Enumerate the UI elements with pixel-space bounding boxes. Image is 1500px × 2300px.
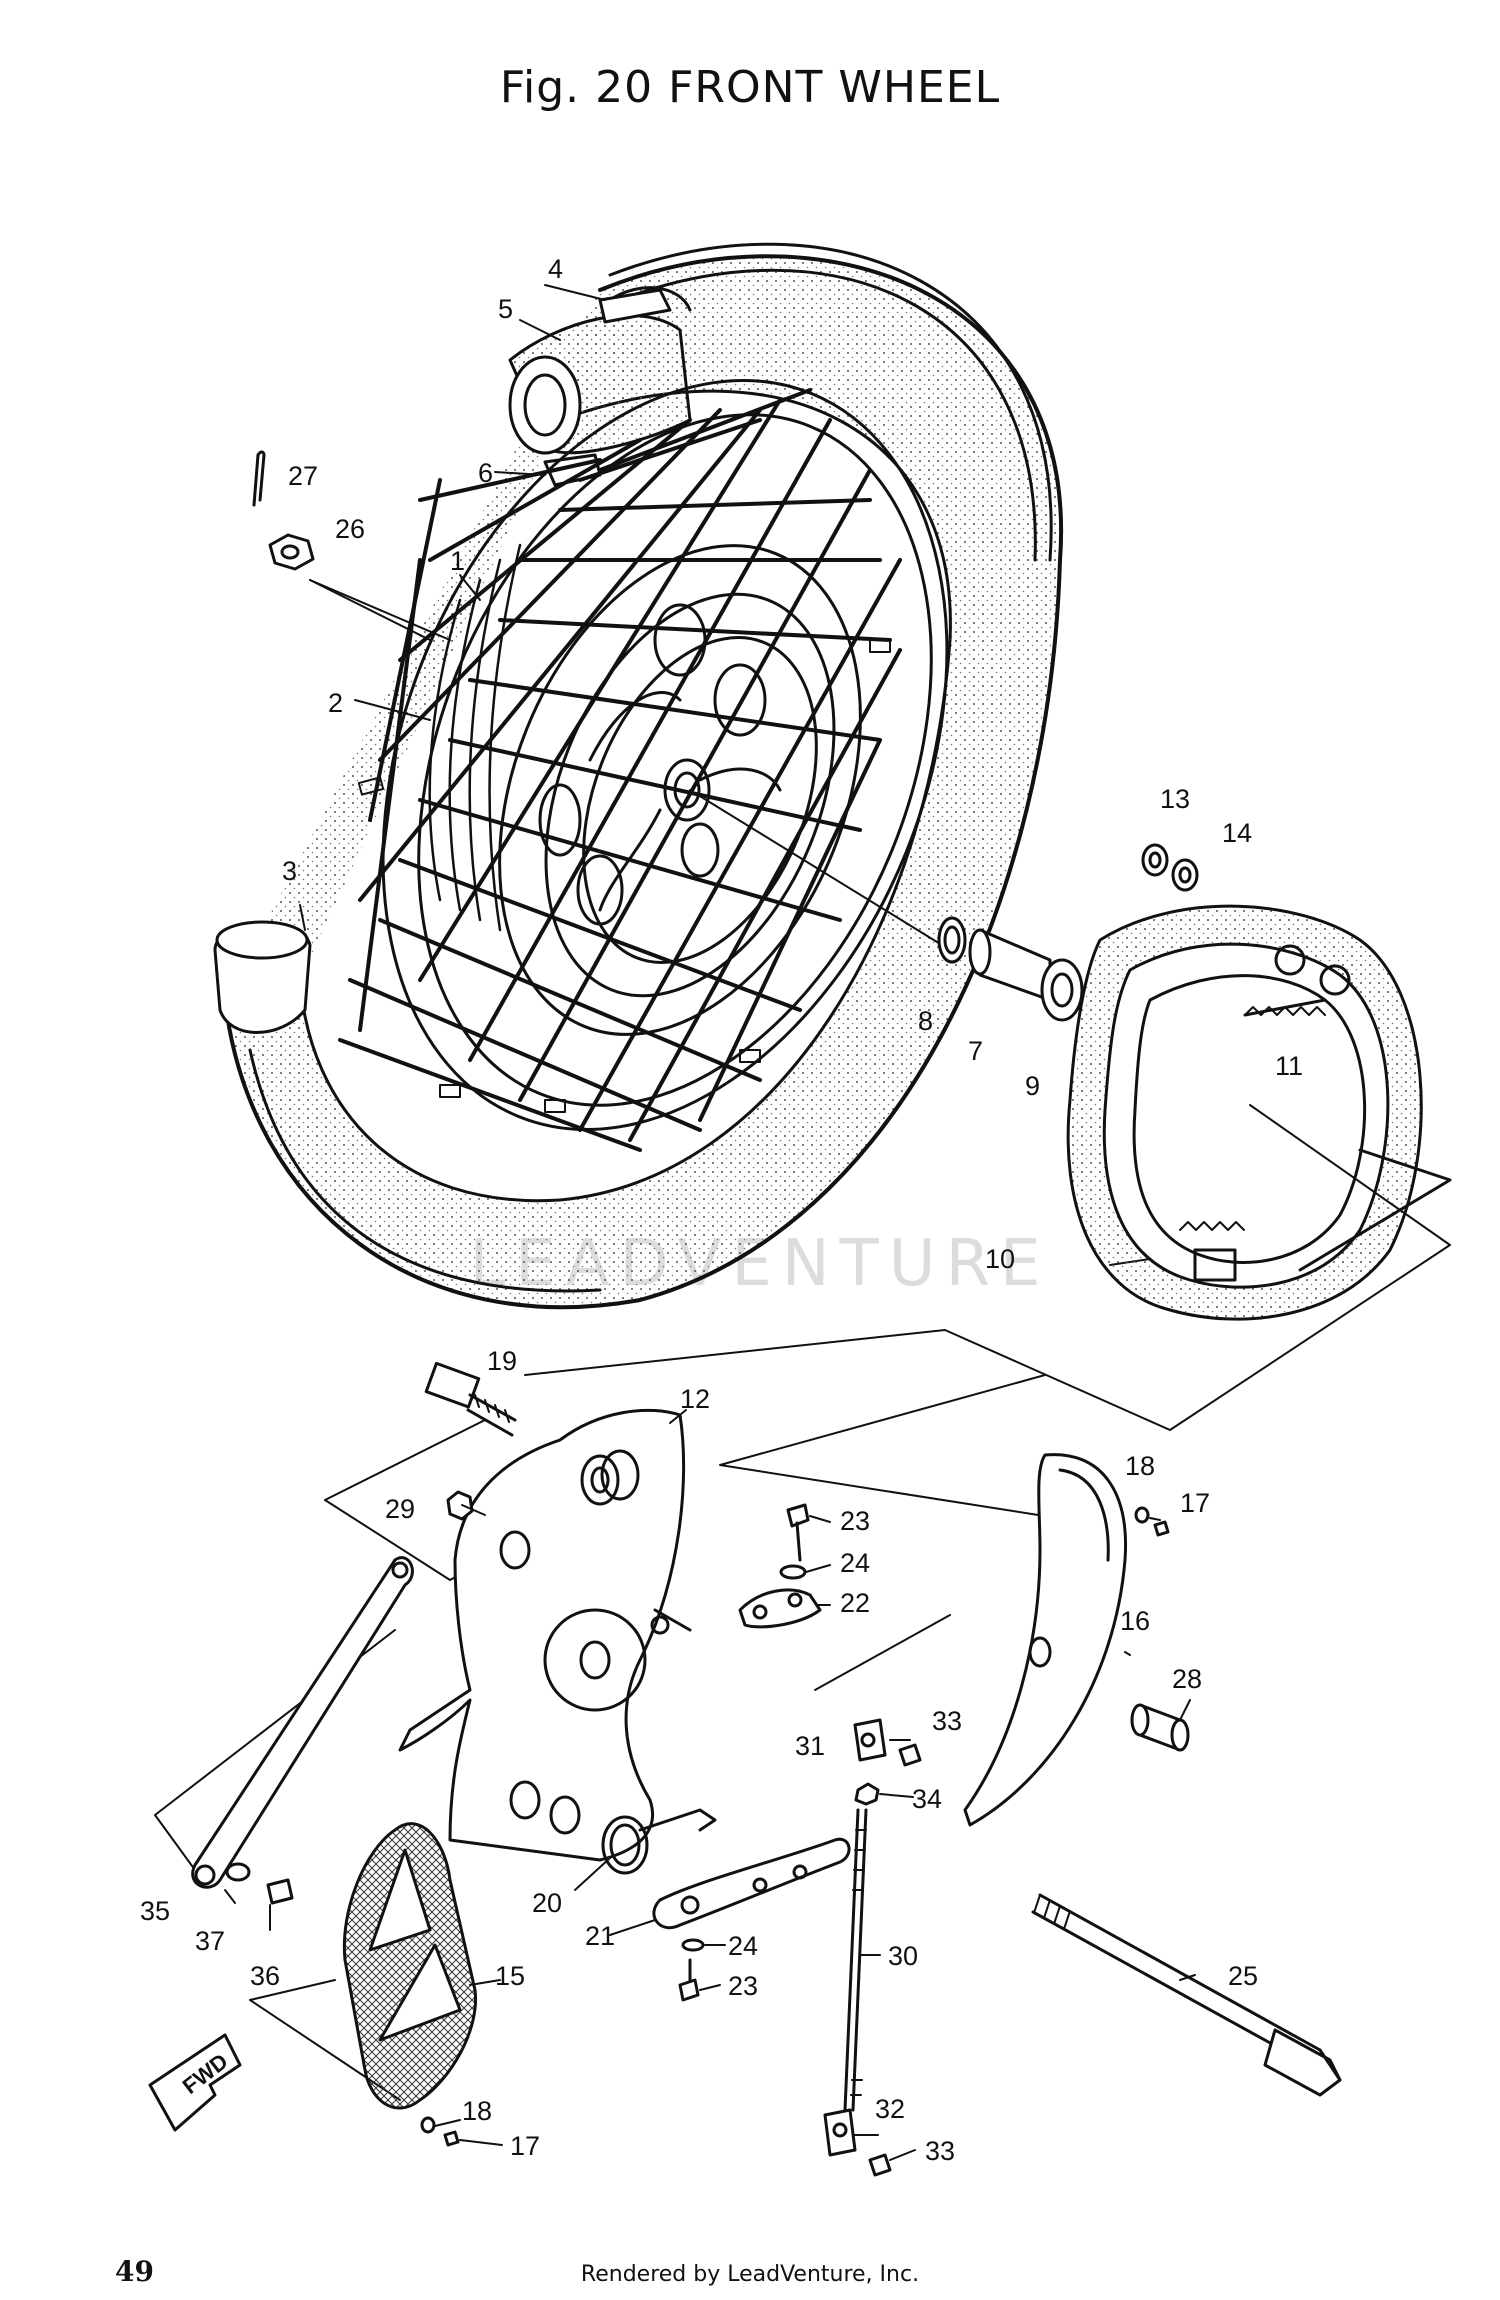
footer-credit: Rendered by LeadVenture, Inc. [580, 2262, 920, 2287]
callout-6: 6 [478, 458, 493, 488]
callout-17-upper: 17 [1180, 1488, 1210, 1518]
callout-24-lower: 24 [728, 1931, 758, 1961]
speedo-gear [424, 1361, 517, 1437]
callout-26: 26 [335, 514, 365, 544]
callout-21: 21 [585, 1921, 615, 1951]
callout-34: 34 [912, 1784, 942, 1814]
bolt-23-lower [678, 1958, 700, 2002]
rim [381, 379, 949, 1131]
callout-25: 25 [1228, 1961, 1258, 1991]
front-axle [1031, 1893, 1342, 2097]
callout-36: 36 [250, 1961, 280, 1991]
bolt-33-lower [868, 2153, 892, 2177]
callout-9: 9 [1025, 1071, 1040, 1101]
washer-37 [225, 1862, 251, 1882]
part-callouts: 1 2 3 4 5 6 7 8 9 10 11 12 13 14 15 16 1… [140, 254, 1303, 2166]
callout-11: 11 [1275, 1051, 1303, 1081]
callout-19: 19 [487, 1346, 517, 1376]
callout-15: 15 [495, 1961, 525, 1991]
torque-link [191, 1556, 414, 1889]
cam-lever-22 [738, 1588, 822, 1629]
fwd-arrow [148, 2033, 242, 2132]
cotter-pin [252, 450, 266, 507]
rim-band [598, 288, 672, 324]
screw-17-lower [443, 2130, 460, 2147]
callout-23-lower: 23 [728, 1971, 758, 2001]
callout-12: 12 [680, 1384, 710, 1414]
leader-lines-lower [224, 579, 1196, 2161]
callout-5: 5 [498, 294, 513, 324]
collar-28 [1130, 1703, 1190, 1752]
callout-20: 20 [532, 1888, 562, 1918]
callout-16: 16 [1120, 1606, 1150, 1636]
screw-17-upper [1153, 1520, 1170, 1537]
rod-joint-31 [853, 1718, 887, 1762]
callout-27: 27 [288, 461, 318, 491]
inner-tube [508, 314, 692, 455]
washer-24-upper [779, 1564, 807, 1580]
callout-29: 29 [385, 1494, 415, 1524]
callout-17-lower: 17 [510, 2131, 540, 2161]
callout-33-lower: 33 [925, 2136, 955, 2166]
callout-28: 28 [1172, 1664, 1202, 1694]
dust-cover-16 [963, 1453, 1128, 1827]
nut-29 [446, 1490, 474, 1521]
callout-1: 1 [450, 546, 465, 576]
axle-collar [937, 916, 1084, 1022]
washers-13-14 [1141, 843, 1199, 892]
callout-18-upper: 18 [1125, 1451, 1155, 1481]
callout-37: 37 [195, 1926, 225, 1956]
axle-nut [268, 533, 315, 571]
callout-31: 31 [795, 1731, 825, 1761]
brake-rod [843, 1808, 868, 2112]
washer-24-lower [681, 1938, 705, 1952]
callout-33-upper: 33 [932, 1706, 962, 1736]
callout-10: 10 [985, 1244, 1015, 1274]
spokes [338, 388, 902, 1152]
callout-7: 7 [968, 1036, 983, 1066]
bolt-23-upper [786, 1503, 810, 1562]
callout-2: 2 [328, 688, 343, 718]
washer-18-lower [420, 2116, 436, 2134]
return-spring [601, 1808, 717, 1875]
washer-18-upper [1134, 1506, 1150, 1524]
callout-18-lower: 18 [462, 2096, 492, 2126]
callout-4: 4 [548, 254, 563, 284]
figure-title: Fig. 20 FRONT WHEEL [499, 62, 1001, 113]
nut-34 [854, 1782, 880, 1806]
callout-22: 22 [840, 1588, 870, 1618]
callout-32: 32 [875, 2094, 905, 2124]
rod-joint-32 [823, 2108, 857, 2157]
callout-13: 13 [1160, 784, 1190, 814]
bolt-36 [266, 1878, 294, 1905]
callout-8: 8 [918, 1006, 933, 1036]
callout-35: 35 [140, 1896, 170, 1926]
brake-arm [652, 1837, 851, 1930]
bolt-33-upper [898, 1743, 922, 1767]
brake-backing-plate [398, 1408, 692, 1862]
callout-24-upper: 24 [840, 1548, 870, 1578]
callout-23-upper: 23 [840, 1506, 870, 1536]
callout-3: 3 [282, 856, 297, 886]
page-number: 49 [115, 2255, 154, 2288]
callout-14: 14 [1222, 818, 1252, 848]
dust-cover-15 [342, 1822, 478, 2110]
callout-30: 30 [888, 1941, 918, 1971]
brake-shoes [1066, 904, 1452, 1321]
spoke-nipples [357, 639, 891, 1113]
